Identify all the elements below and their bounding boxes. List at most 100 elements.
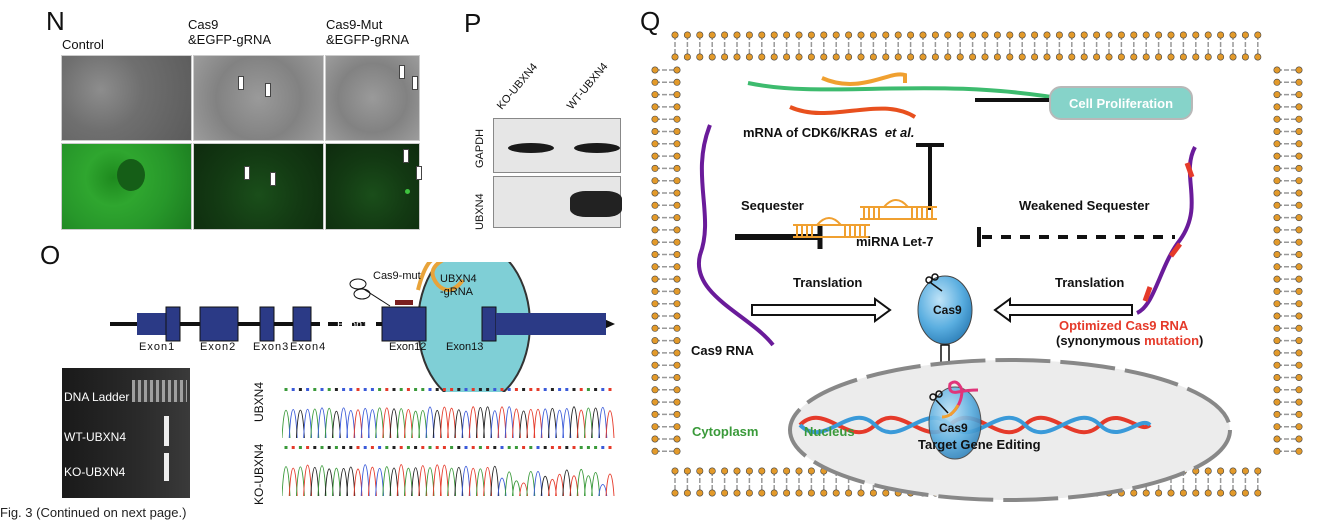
trace-peak — [425, 467, 435, 497]
base-call — [514, 388, 518, 391]
lipid — [745, 31, 753, 61]
lipid — [1273, 115, 1303, 123]
lipid — [1273, 361, 1303, 369]
base-call — [500, 388, 504, 391]
trace-peak — [360, 407, 370, 439]
trace-peak — [497, 477, 507, 497]
lipid — [651, 349, 681, 357]
base-call — [406, 388, 410, 391]
base-call — [507, 446, 511, 449]
trace-peak — [605, 473, 615, 497]
lipid — [651, 275, 681, 283]
lipid — [651, 152, 681, 160]
micrograph-cas9mut-brightfield — [325, 55, 420, 141]
gene-structure-diagram — [110, 262, 615, 392]
exon-block — [292, 306, 312, 342]
mrna-red — [789, 105, 917, 119]
trace-peak — [339, 468, 349, 497]
arrow-marker — [416, 166, 422, 180]
trace-peak — [439, 464, 449, 497]
base-call — [313, 388, 317, 391]
base-call — [349, 446, 353, 449]
gel-band-ko — [164, 453, 169, 481]
sequencing-chromatograms — [282, 388, 615, 497]
lipid — [651, 386, 681, 394]
lipid — [721, 31, 729, 61]
lipid — [651, 115, 681, 123]
trace-peak — [375, 407, 385, 439]
blot-label-gapdh: GAPDH — [474, 128, 486, 168]
gfp-spot — [405, 189, 410, 194]
lipid — [807, 31, 815, 61]
base-call — [428, 446, 432, 449]
lipid — [651, 398, 681, 406]
base-call — [457, 446, 461, 449]
trace-label-wt: UBXN4 — [252, 381, 266, 422]
lipid — [683, 467, 691, 497]
chromatogram-ko — [282, 446, 615, 497]
arrow-marker — [238, 76, 244, 90]
mirna-label: miRNA Let-7 — [856, 234, 934, 249]
base-call — [522, 446, 526, 449]
lipid — [1273, 189, 1303, 197]
cytoplasm-label: Cytoplasm — [692, 424, 759, 439]
lipid — [1155, 31, 1163, 61]
base-call — [579, 446, 583, 449]
cas9-protein-label: Cas9 — [933, 303, 962, 317]
grna-label-line1: UBXN4 — [440, 273, 477, 285]
lipid — [651, 91, 681, 99]
sgrna-orange — [941, 404, 960, 419]
base-call — [471, 388, 475, 391]
lane-label-wt: WT-UBXN4 — [564, 60, 611, 112]
lipid — [1217, 467, 1225, 497]
sequester-label: Sequester — [741, 198, 804, 213]
lipid — [956, 31, 964, 61]
base-call — [421, 446, 425, 449]
lipid — [1167, 31, 1175, 61]
trace-peak — [382, 466, 392, 497]
lipid — [1273, 398, 1303, 406]
arrow-marker — [403, 149, 409, 163]
base-call — [478, 446, 482, 449]
scissors-icon — [925, 273, 943, 292]
lipid — [1241, 467, 1249, 497]
trace-peak — [375, 468, 385, 497]
trace-peak — [367, 466, 377, 497]
trace-peak — [331, 411, 341, 439]
exon-label-12: Exon12 — [389, 341, 427, 353]
trace-peak — [504, 471, 514, 497]
exon-block — [259, 306, 275, 342]
lipid — [1254, 31, 1262, 61]
ladder-bands — [132, 380, 187, 402]
lipid — [783, 31, 791, 61]
base-call — [572, 446, 576, 449]
base-call — [486, 388, 490, 391]
base-call — [313, 446, 317, 449]
trace-peak — [533, 409, 543, 439]
lipid — [820, 31, 828, 61]
trace-peak — [576, 409, 586, 439]
mrna-green — [747, 81, 1071, 102]
lipid — [1273, 324, 1303, 332]
base-call — [529, 446, 533, 449]
base-call — [522, 388, 526, 391]
lipid — [651, 103, 681, 111]
base-call — [536, 388, 540, 391]
base-call — [478, 388, 482, 391]
lipid — [1018, 31, 1026, 61]
agarose-gel: DNA Ladder WT-UBXN4 KO-UBXN4 — [62, 368, 190, 498]
optimized-cas9-rna-label: Optimized Cas9 RNA — [1059, 318, 1189, 333]
trace-peak — [526, 409, 536, 439]
trace-peak — [303, 409, 313, 439]
lipid — [651, 189, 681, 197]
blot-label-ubxn4: UBXN4 — [474, 193, 486, 230]
base-call — [378, 388, 382, 391]
translation-label-left: Translation — [793, 275, 863, 290]
lipid — [651, 78, 681, 86]
base-call — [608, 388, 612, 391]
micrograph-cas9mut-gfp — [325, 143, 422, 230]
trace-peak — [519, 482, 529, 497]
trace-peak — [353, 409, 363, 439]
trace-peak — [598, 406, 608, 439]
base-call — [370, 446, 374, 449]
